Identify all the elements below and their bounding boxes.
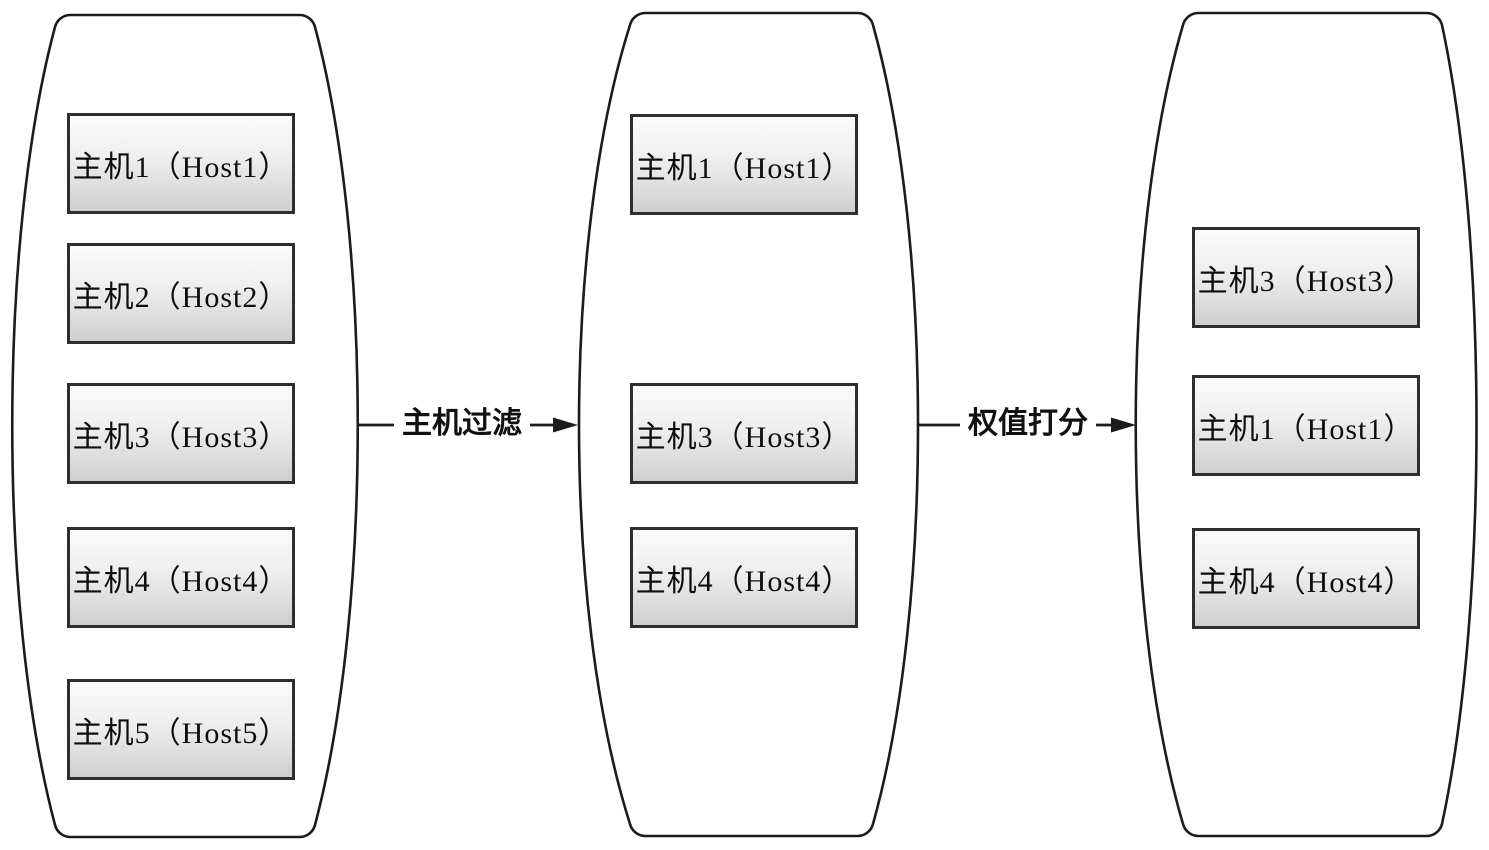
filter-arrowhead-icon: [553, 417, 578, 433]
scored-hosts-container-outline: [1134, 11, 1478, 838]
scoring-arrowhead-icon: [1111, 417, 1136, 433]
host-box: 主机3（Host3）: [1192, 227, 1420, 328]
host-box: 主机4（Host4）: [1192, 528, 1420, 629]
host-box: 主机3（Host3）: [67, 383, 295, 484]
host-box: 主机5（Host5）: [67, 679, 295, 780]
host-box: 主机4（Host4）: [67, 527, 295, 628]
host-box: 主机1（Host1）: [630, 114, 858, 215]
filtered-hosts-container-outline: [577, 11, 920, 838]
filter-arrow-label: 主机过滤: [394, 402, 530, 446]
host-box: 主机3（Host3）: [630, 383, 858, 484]
host-box: 主机2（Host2）: [67, 243, 295, 344]
candidate-hosts-container-outline: [11, 13, 359, 839]
host-box: 主机4（Host4）: [630, 527, 858, 628]
host-box: 主机1（Host1）: [67, 113, 295, 214]
host-box: 主机1（Host1）: [1192, 375, 1420, 476]
scoring-arrow-label: 权值打分: [960, 402, 1096, 446]
